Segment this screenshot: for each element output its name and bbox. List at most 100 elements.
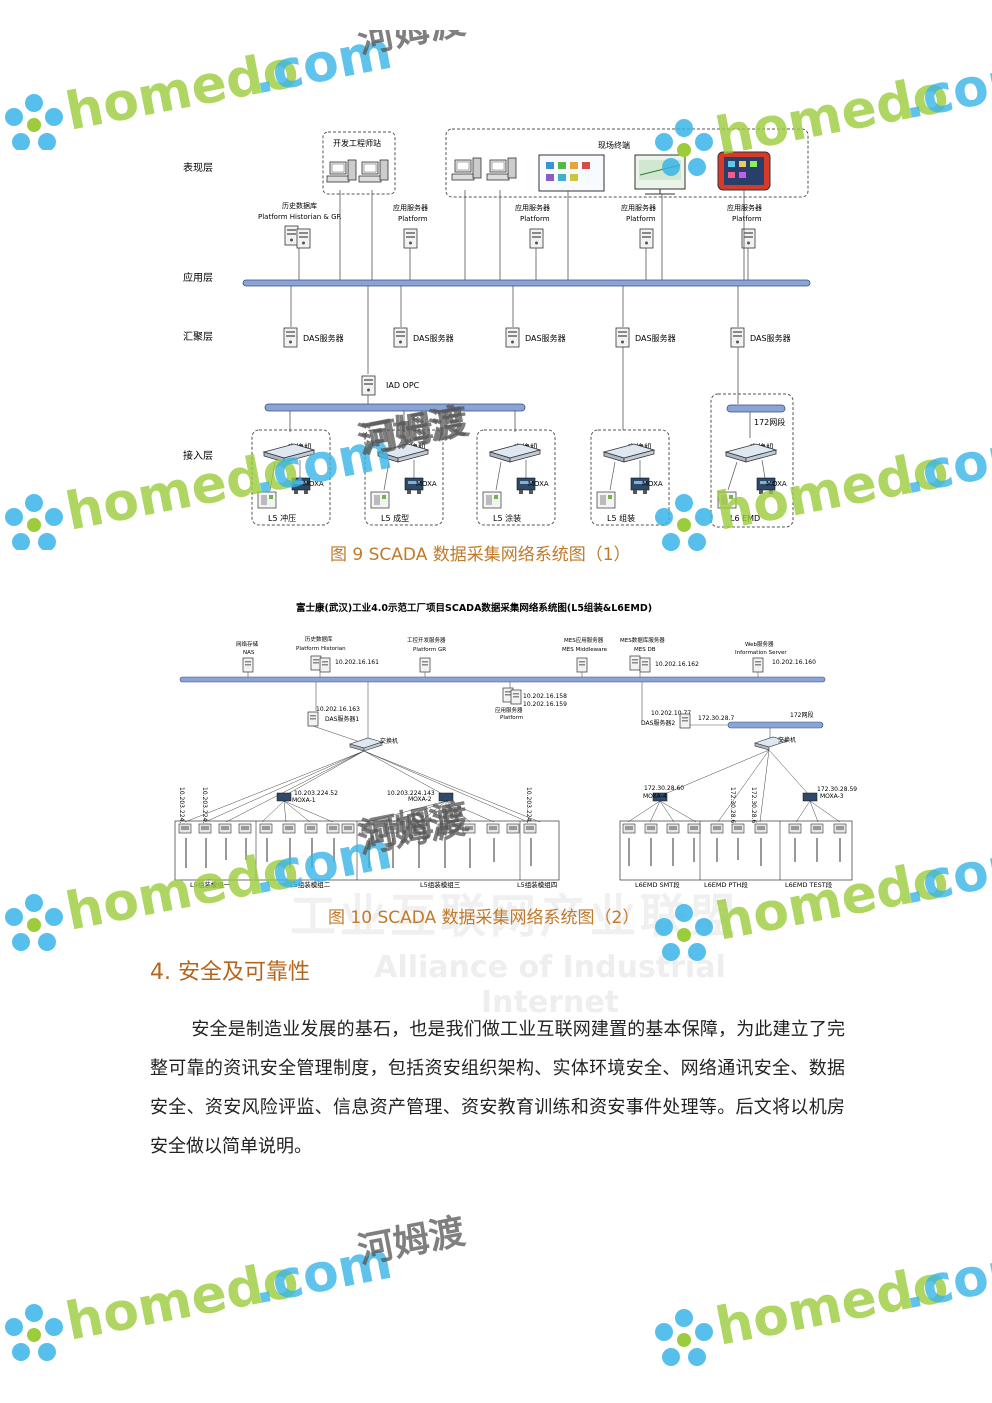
section-number: 4. xyxy=(150,960,171,985)
cell-l5-forming: 交换机 MOXA L5 成型 xyxy=(364,429,444,526)
das-server-3: DAS服务器 xyxy=(505,327,566,348)
svg-text:应用服务器: 应用服务器 xyxy=(495,706,523,714)
left-ip-1: 10.203.224.5 xyxy=(178,787,185,827)
svg-text:Platform: Platform xyxy=(500,715,523,721)
svg-text:10.202.16.163: 10.202.16.163 xyxy=(316,706,360,713)
moxa-2: 10.203.224.143 MOXA-2 xyxy=(387,790,454,803)
svg-text:Web服务器: Web服务器 xyxy=(745,640,774,648)
section-heading: 4. 安全及可靠性 xyxy=(150,954,310,986)
svg-text:DAS服务器: DAS服务器 xyxy=(303,333,344,343)
svg-text:MOXA: MOXA xyxy=(416,480,437,488)
segment-172-group xyxy=(710,393,794,528)
cell-l5-stamping: 交换机 MOXA L5 冲压 xyxy=(251,429,331,526)
svg-text:Platform: Platform xyxy=(732,215,762,223)
svg-text:DAS服务器: DAS服务器 xyxy=(635,333,676,343)
section-title-text: 安全及可靠性 xyxy=(178,960,311,985)
watermark-bottom-left: homedo .com 河姆渡 xyxy=(0,1200,480,1370)
web-server-node: Web服务器 Information Server 10.202.16.160 xyxy=(735,640,816,673)
segment-172-bus xyxy=(726,404,786,413)
svg-text:L5 冲压: L5 冲压 xyxy=(268,513,296,523)
figure-2-right-switch: 交换机 xyxy=(753,736,796,751)
left-device-row: L5组装模组一 L5组装模组二 L5组装模组三 L5组装模组四 xyxy=(174,820,560,889)
svg-text:Platform GR: Platform GR xyxy=(413,647,446,653)
figure-2-segment-172-label: 172网段 xyxy=(790,711,813,719)
mes-middleware-node: MES应用服务器 MES Middleware xyxy=(562,636,608,673)
svg-text:10.202.16.162: 10.202.16.162 xyxy=(655,661,699,668)
app-server-1: 应用服务器 Platform xyxy=(393,203,428,249)
svg-text:MOXA: MOXA xyxy=(766,480,787,488)
svg-text:历史数据库: 历史数据库 xyxy=(305,635,333,643)
moxa-1: 10.203.224.52 MOXA-1 xyxy=(276,790,338,804)
svg-text:应用服务器: 应用服务器 xyxy=(621,203,656,212)
layer-label-application: 应用层 xyxy=(183,271,213,284)
iad-opc-server: IAD OPC xyxy=(361,375,420,396)
svg-text:应用服务器: 应用服务器 xyxy=(515,203,550,212)
left-ip-2: 10.203.224.5 xyxy=(201,787,208,827)
svg-text:10.203.224.52: 10.203.224.52 xyxy=(294,790,338,797)
cell-l5-assembly: 交换机 MOXA L5 组装 xyxy=(590,429,670,526)
svg-text:10.202.16.158: 10.202.16.158 xyxy=(523,693,567,700)
field-terminal-group xyxy=(445,128,809,198)
svg-text:10.203.224.143: 10.203.224.143 xyxy=(387,790,435,797)
moxa-3: 172.30.28.59 MOXA-3 xyxy=(802,786,857,802)
figure-2-title: 富士康(武汉)工业4.0示范工厂项目SCADA数据采集网络系统图(L5组装&L6… xyxy=(296,602,652,614)
svg-text:Platform: Platform xyxy=(398,215,428,223)
svg-text:172.30.28.7: 172.30.28.7 xyxy=(698,715,734,722)
app-server-4: 应用服务器 Platform xyxy=(727,203,762,249)
svg-text:10.202.16.161: 10.202.16.161 xyxy=(335,659,379,666)
dev-workstation-label: 开发工程师站 xyxy=(333,138,381,148)
svg-text:homedo: homedo xyxy=(711,1254,953,1358)
hmi-screen-1 xyxy=(538,154,605,192)
svg-text:10.202.16.160: 10.202.16.160 xyxy=(772,659,816,666)
svg-text:MOXA-4: MOXA-4 xyxy=(643,793,667,800)
svg-text:交换机: 交换机 xyxy=(380,737,398,745)
app-server-3: 应用服务器 Platform xyxy=(621,203,656,249)
svg-text:Platform Historian: Platform Historian xyxy=(296,646,346,652)
figure-1-network-diagram: 表现层 应用层 汇聚层 接入层 开发工程师站 现场终端 历史数据库 Platfo… xyxy=(183,128,811,528)
svg-text:MES数据库服务器: MES数据库服务器 xyxy=(620,636,665,644)
watermark-bottom-right: homedo .com xyxy=(650,1235,992,1375)
svg-text:Information Server: Information Server xyxy=(735,650,787,656)
field-terminal-label: 现场终端 xyxy=(598,140,630,150)
figure-2-main-bus xyxy=(179,676,826,683)
app-server-2: 应用服务器 Platform xyxy=(515,203,550,249)
svg-text:L5组装模组二: L5组装模组二 xyxy=(290,880,331,889)
svg-text:DAS服务器: DAS服务器 xyxy=(750,333,791,343)
svg-text:L5 组装: L5 组装 xyxy=(607,513,635,523)
layer-label-aggregation: 汇聚层 xyxy=(183,330,213,343)
access-bus xyxy=(264,403,526,412)
figure-2-segment-172-bus xyxy=(727,721,824,729)
das-server-5: DAS服务器 xyxy=(730,327,791,348)
svg-text:L6 EMD: L6 EMD xyxy=(730,514,760,523)
svg-text:MOXA: MOXA xyxy=(642,480,663,488)
cell-l5-painting: 交换机 MOXA L5 涂装 xyxy=(476,429,556,526)
svg-text:L6EMD TEST段: L6EMD TEST段 xyxy=(785,880,833,889)
historian-label-2: Platform Historian & GR xyxy=(258,213,342,221)
svg-text:DAS服务器1: DAS服务器1 xyxy=(325,715,359,723)
svg-text:L5 涂装: L5 涂装 xyxy=(493,513,521,523)
das-server-1: DAS服务器 xyxy=(283,327,344,348)
svg-text:应用服务器: 应用服务器 xyxy=(393,203,428,212)
segment-172-label: 172网段 xyxy=(754,417,785,427)
svg-text:172.30.28.60: 172.30.28.60 xyxy=(644,785,684,792)
svg-text:交换机: 交换机 xyxy=(778,736,796,744)
moxa-4: 172.30.28.60 MOXA-4 xyxy=(643,785,684,802)
svg-text:Platform: Platform xyxy=(520,215,550,223)
layer-label-presentation: 表现层 xyxy=(183,161,213,174)
svg-text:MOXA-1: MOXA-1 xyxy=(292,797,316,804)
figure-2-caption: 图 10 SCADA 数据采集网络系统图（2） xyxy=(328,908,640,928)
body-paragraph: 安全是制造业发展的基石，也是我们做工业互联网建置的基本保障，为此建立了完整可靠的… xyxy=(150,1019,845,1157)
svg-text:IAD OPC: IAD OPC xyxy=(386,381,420,390)
svg-text:Platform: Platform xyxy=(626,215,656,223)
svg-text:MOXA-3: MOXA-3 xyxy=(820,793,844,800)
svg-text:DAS服务器: DAS服务器 xyxy=(413,333,454,343)
svg-text:MOXA: MOXA xyxy=(303,480,324,488)
svg-text:MES Middleware: MES Middleware xyxy=(562,647,608,653)
svg-text:homedo: homedo xyxy=(61,1249,303,1353)
svg-text:L6EMD SMT段: L6EMD SMT段 xyxy=(635,880,680,889)
historian-node: 历史数据库 Platform Historian 10.202.16.161 xyxy=(296,635,379,673)
cell-l6-emd: 交换机 MOXA L6 EMD xyxy=(717,442,787,523)
svg-text:MES应用服务器: MES应用服务器 xyxy=(564,636,604,644)
